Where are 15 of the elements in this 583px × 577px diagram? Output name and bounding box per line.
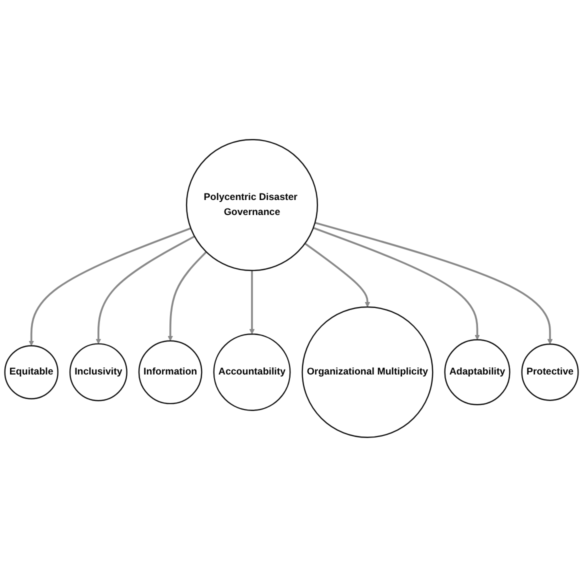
node-circle: Inclusivity <box>69 343 128 402</box>
node-circle: Accountability <box>213 333 291 411</box>
arrow <box>96 236 195 344</box>
node-circle: Polycentric Disaster Governance <box>186 138 318 272</box>
node-circle: Information <box>138 340 202 404</box>
arrow <box>28 227 192 346</box>
node-circle: Protective <box>521 343 579 401</box>
arrow <box>168 251 207 342</box>
node-circle: Organizational Multiplicity <box>302 306 434 438</box>
arrow <box>313 227 480 340</box>
arrow <box>314 222 553 344</box>
arrow <box>249 270 255 334</box>
arrow <box>304 242 370 308</box>
node-circle: Adaptability <box>444 339 510 406</box>
node-circle: Equitable <box>4 345 58 400</box>
